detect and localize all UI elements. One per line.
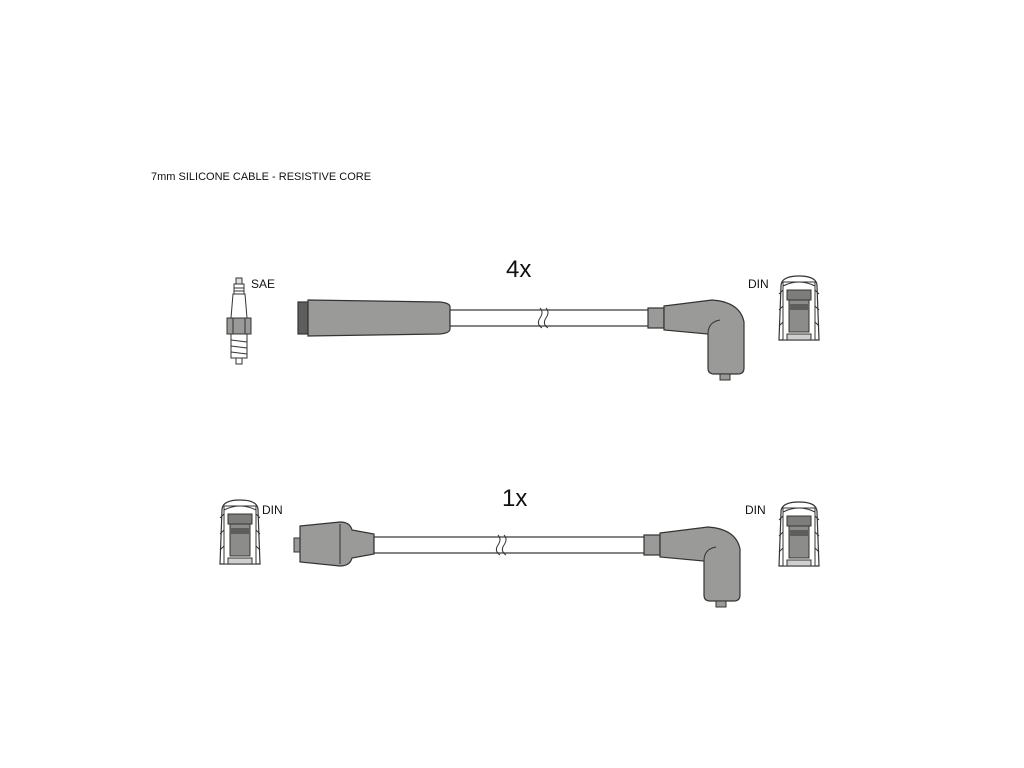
lead-bottom-left-label: DIN <box>262 503 283 517</box>
spark-plug-icon <box>226 277 252 365</box>
lead-top-cable <box>449 307 651 329</box>
lead-bottom-right-din-cap-icon <box>778 501 820 567</box>
lead-bottom-right-label: DIN <box>745 503 766 517</box>
lead-bottom-cable <box>373 534 647 556</box>
lead-bottom-straight-boot <box>293 521 375 567</box>
lead-top-left-label: SAE <box>251 277 276 291</box>
lead-top-plug-boot <box>297 299 451 337</box>
lead-bottom-left-din-cap-icon <box>219 499 261 565</box>
cable-spec-text: 7mm SILICONE CABLE - RESISTIVE CORE <box>151 171 372 183</box>
lead-bottom-quantity: 1x <box>502 485 528 512</box>
lead-bottom-angle-boot <box>643 526 741 608</box>
lead-top-angle-boot <box>647 299 745 381</box>
lead-top-quantity: 4x <box>506 256 532 283</box>
lead-top-right-label: DIN <box>748 277 769 291</box>
lead-top-din-cap-icon <box>778 275 820 341</box>
